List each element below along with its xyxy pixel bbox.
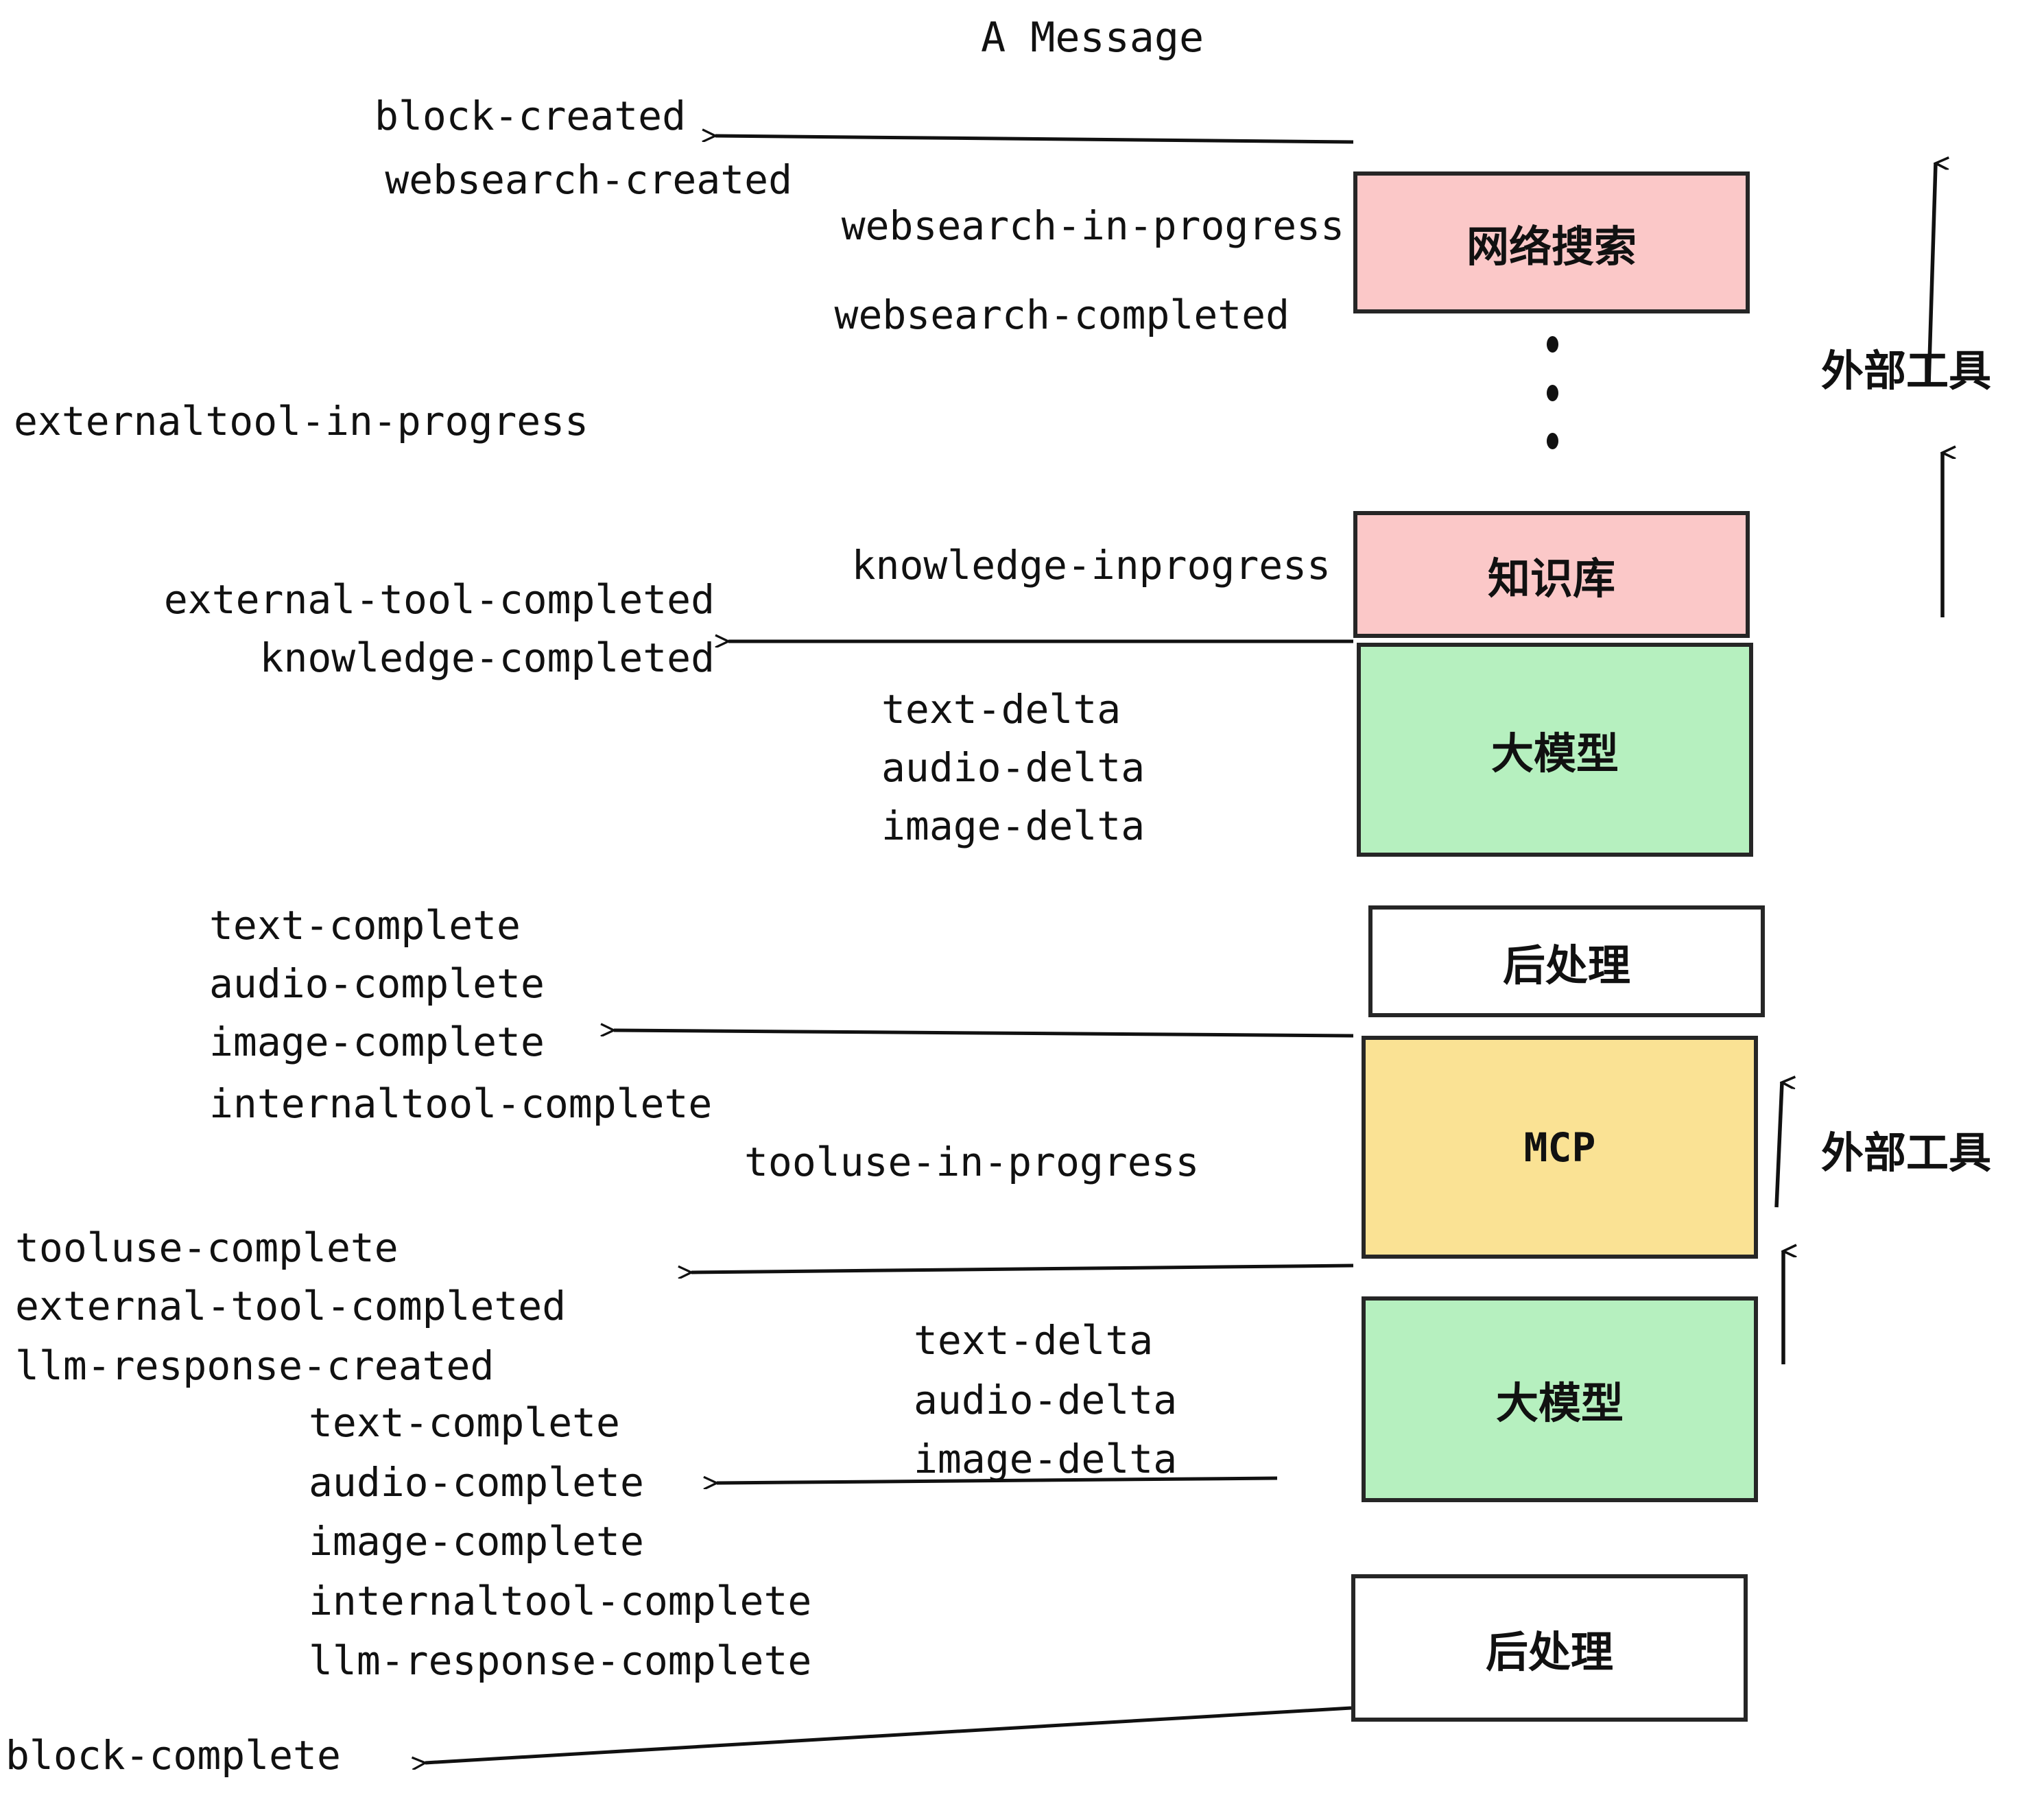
node-websearch-label: 网络搜索: [1466, 221, 1637, 272]
event-label-llm-response-complete: llm-response-complete: [309, 1637, 812, 1684]
event-label-audio-complete-2: audio-complete: [309, 1459, 644, 1506]
node-postprocess-first[interactable]: 后处理: [1368, 905, 1765, 1017]
event-label-image-complete-2: image-complete: [309, 1518, 644, 1565]
node-websearch[interactable]: 网络搜索: [1353, 171, 1750, 313]
event-label-internaltool-complete-1: internaltool-complete: [209, 1080, 713, 1127]
event-label-audio-complete-1: audio-complete: [209, 960, 545, 1007]
event-label-llm-response-created: llm-response-created: [15, 1342, 495, 1389]
event-label-external-tool-completed-2: external-tool-completed: [15, 1283, 567, 1329]
node-knowledge-base-label: 知识库: [1487, 553, 1615, 604]
event-label-knowledge-inprogress: knowledge-inprogress: [851, 542, 1331, 589]
event-label-tooluse-in-progress: tooluse-in-progress: [744, 1139, 1200, 1185]
event-label-audio-delta-1: audio-delta: [881, 744, 1145, 791]
event-label-image-delta-2: image-delta: [914, 1436, 1178, 1482]
arrow-mcp-to-tooluse-complete: [691, 1263, 1354, 1272]
side-label-external-tools-top: 外部工具: [1821, 346, 1992, 396]
arrow-websearch-to-block-created: [715, 136, 1354, 144]
node-knowledge-base[interactable]: 知识库: [1353, 511, 1750, 638]
event-label-image-complete-1: image-complete: [209, 1019, 545, 1065]
page-title: A Message: [981, 14, 1204, 62]
event-label-knowledge-completed: knowledge-completed: [259, 634, 715, 681]
event-label-text-delta-1: text-delta: [881, 686, 1121, 733]
event-label-image-delta-1: image-delta: [881, 803, 1145, 849]
node-postprocess-second-label: 后处理: [1485, 1626, 1613, 1677]
node-postprocess-second[interactable]: 后处理: [1351, 1574, 1748, 1722]
event-label-internaltool-complete-2: internaltool-complete: [309, 1578, 812, 1624]
event-label-text-delta-2: text-delta: [914, 1317, 1154, 1364]
node-mcp[interactable]: MCP: [1362, 1036, 1758, 1259]
arrow-external-tools-bottom-up: [1774, 1082, 1782, 1208]
side-label-external-tools-bottom: 外部工具: [1821, 1128, 1992, 1178]
vertical-ellipsis-icon: [1545, 336, 1559, 449]
event-label-text-complete-1: text-complete: [209, 902, 521, 949]
event-label-block-complete: block-complete: [5, 1732, 341, 1779]
event-label-external-tool-completed-1: external-tool-completed: [163, 576, 715, 623]
node-mcp-label: MCP: [1523, 1124, 1596, 1171]
node-llm-second[interactable]: 大模型: [1362, 1296, 1758, 1502]
node-llm-second-label: 大模型: [1495, 1378, 1624, 1428]
event-label-text-complete-2: text-complete: [309, 1399, 620, 1446]
event-label-audio-delta-2: audio-delta: [914, 1377, 1178, 1423]
event-label-block-created: block-created: [375, 93, 686, 139]
event-label-websearch-completed: websearch-completed: [834, 292, 1290, 338]
node-llm-first[interactable]: 大模型: [1357, 643, 1753, 857]
arrow-postprocess2-to-block-complete: [425, 1706, 1352, 1763]
arrow-postprocess-to-image-complete: [614, 1030, 1354, 1038]
event-label-websearch-created: websearch-created: [385, 156, 792, 203]
event-label-externaltool-in-progress: externaltool-in-progress: [14, 398, 589, 444]
node-llm-first-label: 大模型: [1490, 728, 1619, 779]
node-postprocess-first-label: 后处理: [1502, 940, 1630, 990]
event-label-tooluse-complete: tooluse-complete: [15, 1224, 399, 1271]
event-label-websearch-in-progress: websearch-in-progress: [841, 202, 1344, 249]
